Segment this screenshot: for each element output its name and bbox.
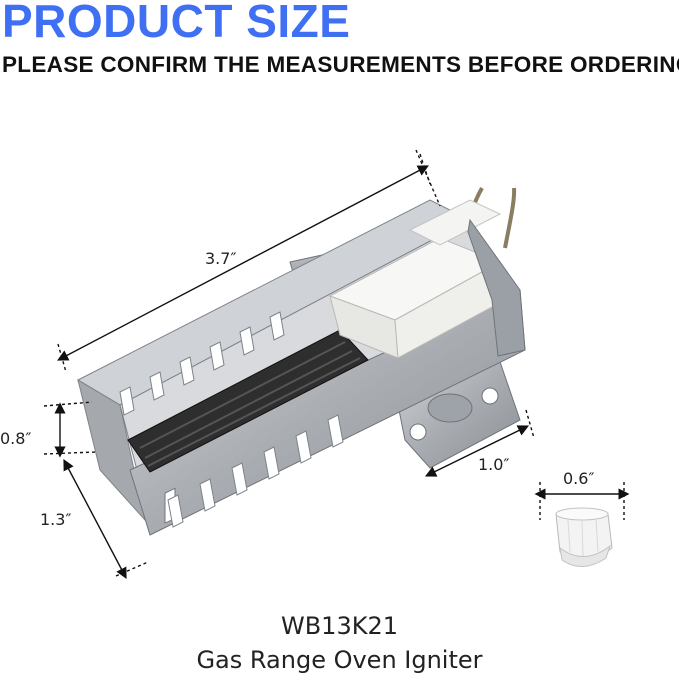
wire-connector: [555, 507, 613, 567]
product-size-title: PRODUCT SIZE: [2, 0, 351, 47]
end-cap: [467, 218, 526, 357]
dimension-lines: [43, 149, 630, 579]
model-number: WB13K21: [280, 612, 398, 640]
length-dimension: 3.7″: [205, 249, 236, 268]
connector-dimension: 0.6″: [563, 469, 594, 488]
height-dimension: 0.8″: [0, 429, 31, 448]
measurement-notice: PLEASE CONFIRM THE MEASUREMENTS BEFORE O…: [2, 52, 679, 77]
bracket-dimension: 1.0″: [478, 455, 509, 474]
depth-dimension: 1.3″: [40, 510, 71, 529]
product-description: Gas Range Oven Igniter: [196, 646, 483, 674]
